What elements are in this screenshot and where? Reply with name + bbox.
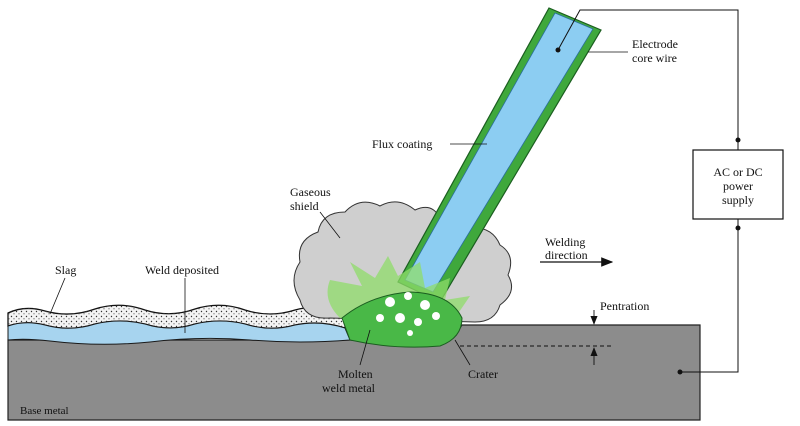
label-gaseous-line2: shield: [290, 199, 319, 213]
label-base-metal: Base metal: [20, 405, 69, 417]
label-power-line2: power: [723, 179, 753, 193]
droplet: [414, 318, 422, 326]
label-power-line3: supply: [722, 193, 754, 207]
label-welding-dir-line1: Welding: [545, 235, 585, 249]
droplet: [420, 300, 430, 310]
label-molten-line2: weld metal: [322, 381, 376, 395]
label-electrode-line2: core wire: [632, 51, 677, 65]
wire-terminal-supply-top: [735, 137, 741, 143]
droplet: [376, 314, 384, 322]
circuit-wire-top: [557, 9, 739, 150]
leader-gaseous: [319, 211, 341, 239]
circuit-wire-bottom: [680, 219, 739, 373]
droplet: [404, 292, 412, 300]
droplet: [395, 313, 405, 323]
wire-terminal-supply-bottom: [735, 225, 741, 231]
label-welding-dir-line2: direction: [545, 248, 588, 262]
label-gaseous-line1: Gaseous: [290, 185, 331, 199]
label-flux-coating: Flux coating: [372, 137, 432, 151]
label-weld-deposited: Weld deposited: [145, 263, 219, 277]
droplet: [407, 330, 413, 336]
metal-droplets: [376, 292, 440, 336]
label-pentration: Pentration: [600, 299, 649, 313]
wire-terminal-base: [677, 369, 683, 375]
label-slag: Slag: [55, 263, 76, 277]
weld-deposit: [7, 320, 351, 345]
label-crater: Crater: [468, 367, 498, 381]
leader-slag: [49, 277, 66, 315]
label-molten-line1: Molten: [338, 367, 373, 381]
label-power-line1: AC or DC: [713, 165, 762, 179]
label-electrode-line1: Electrode: [632, 37, 678, 51]
droplet: [432, 312, 440, 320]
droplet: [385, 297, 395, 307]
leader-molten: [359, 329, 371, 366]
leader-crater: [454, 339, 471, 366]
wire-terminal-electrode: [555, 47, 561, 53]
slag-texture: [8, 305, 345, 329]
